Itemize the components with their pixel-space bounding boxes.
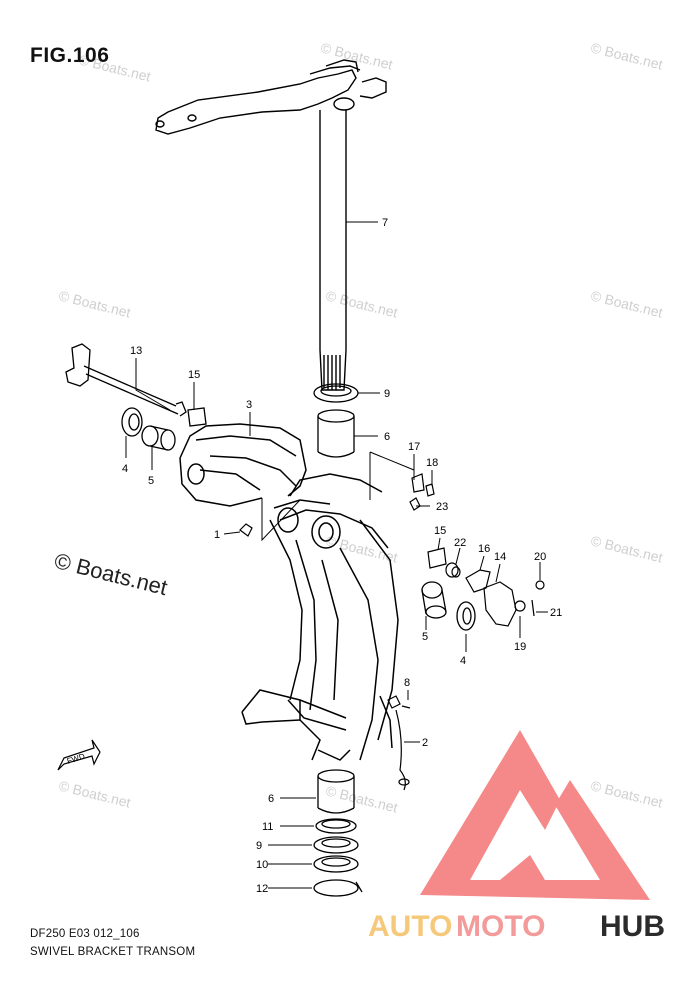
- callout-17: 17: [408, 441, 420, 453]
- callout-3: 3: [246, 399, 252, 411]
- brand-moto: MOTO: [456, 910, 545, 943]
- callout-1: 1: [214, 529, 220, 541]
- footer-code: DF250 E03 012_106: [30, 928, 140, 940]
- bushing-right: [421, 581, 447, 619]
- callout-7: 7: [382, 217, 388, 229]
- callout-9: 9: [384, 388, 390, 400]
- washer-left: [121, 407, 143, 437]
- washer-right: [456, 601, 476, 631]
- automotohub-logo: [420, 730, 650, 900]
- callout-15b: 15: [434, 525, 446, 537]
- fwd-label: FWD: [66, 752, 86, 766]
- callout-5: 5: [148, 475, 154, 487]
- watermark-text: © Boats.net: [324, 532, 399, 565]
- brand-hub: HUB: [600, 910, 665, 943]
- steering-arm-shaft: [155, 59, 387, 391]
- watermark-text: © Boats.net: [324, 782, 399, 815]
- callout-8: 8: [404, 677, 410, 689]
- callout-15: 15: [188, 369, 200, 381]
- callout-13: 13: [130, 345, 142, 357]
- brand-wordmark: AUTO MOTO HUB: [368, 910, 665, 943]
- brand-auto: AUTO: [368, 910, 452, 943]
- footer-name: SWIVEL BRACKET TRANSOM: [30, 946, 196, 958]
- watermark-text: © Boats.net: [57, 777, 132, 810]
- callout-12: 12: [256, 883, 268, 895]
- callout-18: 18: [426, 457, 438, 469]
- callout-6b: 6: [268, 793, 274, 805]
- callout-9b: 9: [256, 840, 262, 852]
- watermark-text: © Boats.net: [324, 287, 399, 320]
- callout-4b: 4: [460, 655, 466, 667]
- watermark-text: © Boats.net: [589, 287, 664, 320]
- callout-16: 16: [478, 543, 490, 555]
- right-hardware: [427, 547, 545, 627]
- fwd-arrow: FWD: [57, 739, 101, 771]
- callout-22: 22: [454, 537, 466, 549]
- callout-10: 10: [256, 859, 268, 871]
- callout-4: 4: [122, 463, 128, 475]
- bushing-top: [317, 409, 355, 458]
- callout-labels: 7 9 6 13 15 3 4 5 17 18 23 1 15 22 16 14…: [122, 217, 562, 895]
- swivel-bracket-body: [179, 423, 399, 761]
- ground-lead: [387, 695, 411, 791]
- grease-nipple: [239, 523, 253, 537]
- tilt-tube-pin: [65, 343, 187, 417]
- figure-title: FIG.106: [30, 44, 110, 67]
- callout-14: 14: [494, 551, 506, 563]
- callout-20: 20: [534, 551, 546, 563]
- bushing-left: [141, 425, 176, 451]
- collar-left: [187, 407, 207, 427]
- callout-23: 23: [436, 501, 448, 513]
- callout-5b: 5: [422, 631, 428, 643]
- callout-11: 11: [262, 821, 273, 833]
- watermark-layer: © Boats.net © Boats.net © Boats.net © Bo…: [57, 39, 664, 815]
- leader-lines: [125, 221, 548, 889]
- watermark-text: © Boats.net: [57, 287, 132, 320]
- callout-6: 6: [384, 431, 390, 443]
- callout-19: 19: [514, 641, 526, 653]
- watermark-text: © Boats.net: [589, 777, 664, 810]
- watermark-text: © Boats.net: [589, 532, 664, 565]
- callout-2: 2: [422, 737, 428, 749]
- callout-21: 21: [550, 607, 562, 619]
- lower-stack: [313, 769, 363, 897]
- watermark-text: © Boats.net: [589, 39, 664, 72]
